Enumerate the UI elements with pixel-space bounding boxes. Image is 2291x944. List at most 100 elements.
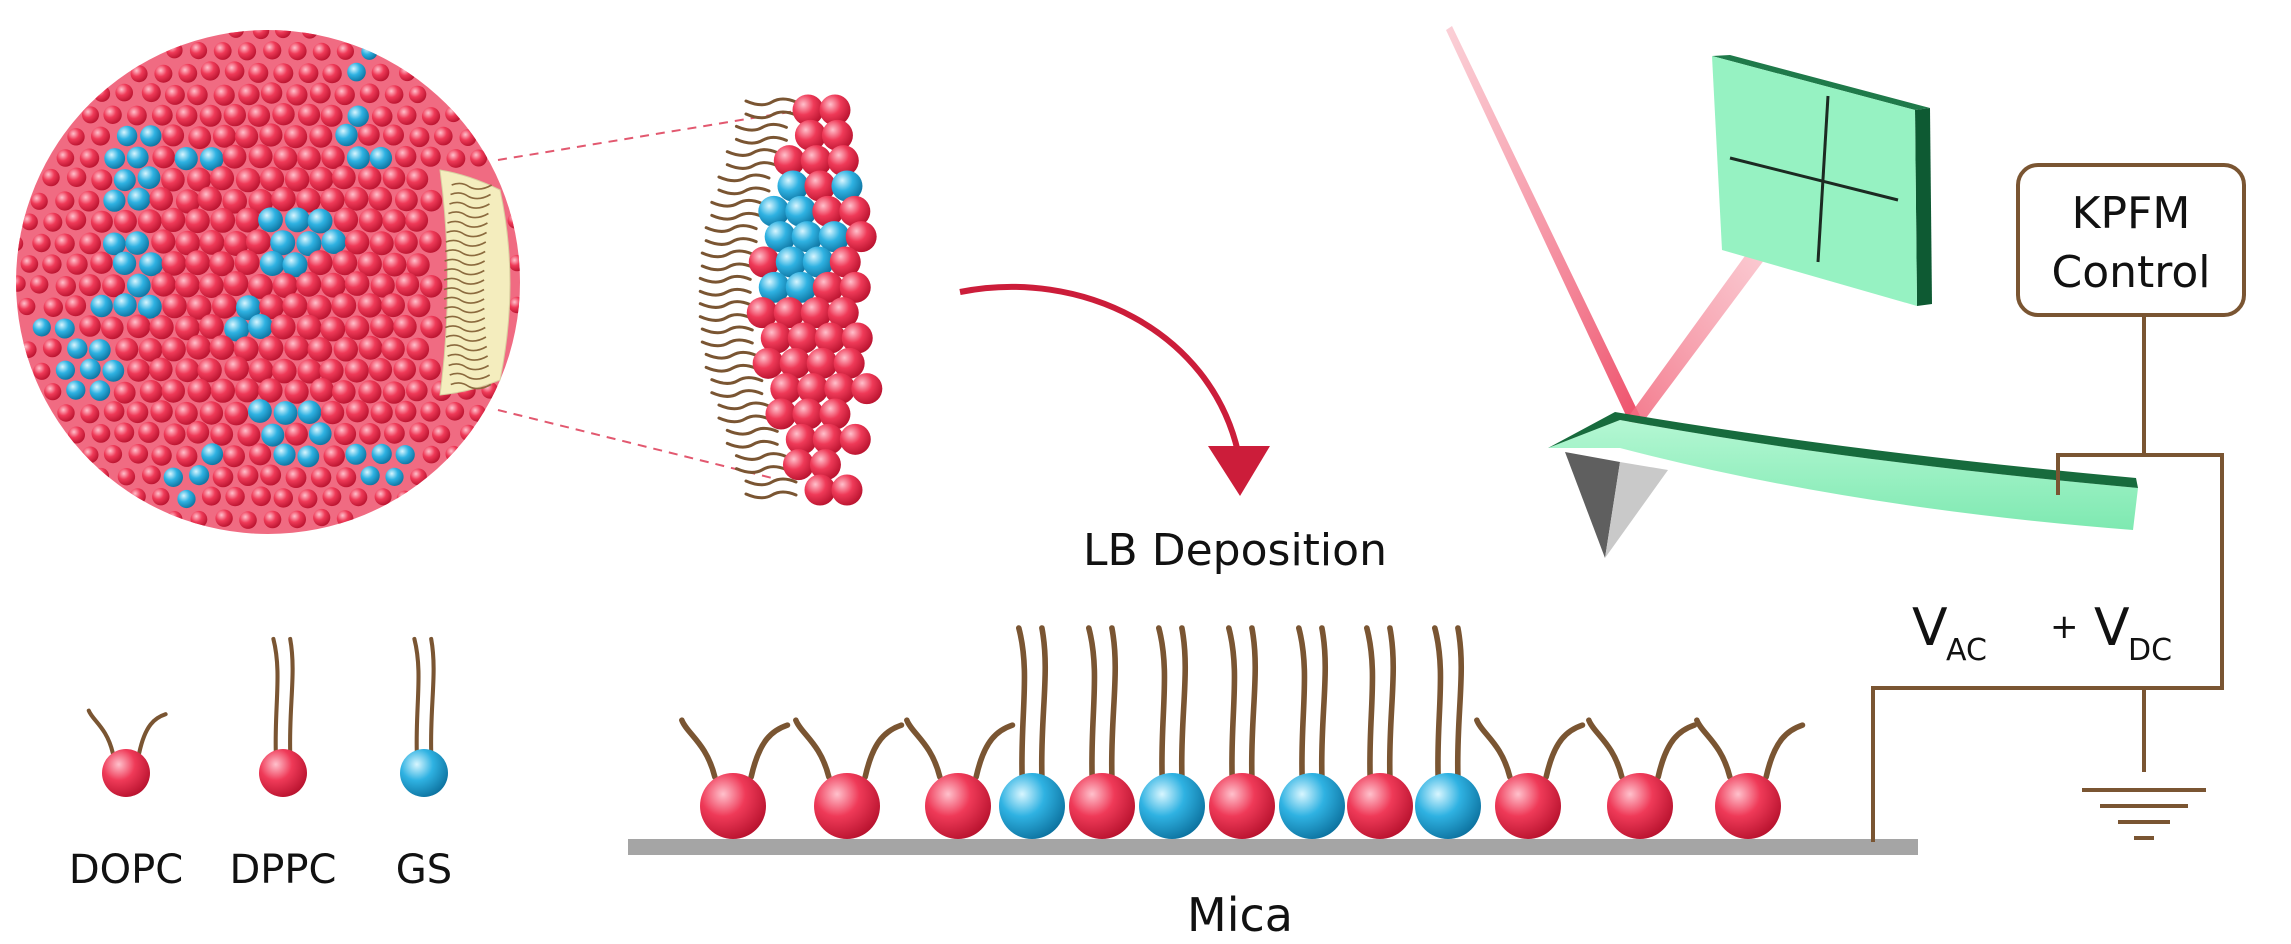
- vesicle-bead: [130, 65, 148, 83]
- vesicle-bead: [284, 335, 310, 361]
- vesicle-bead: [88, 339, 111, 361]
- vesicle-bead: [210, 422, 234, 446]
- vesicle-bead: [273, 401, 298, 425]
- vesicle-bead: [81, 446, 99, 464]
- vesicle-bead: [113, 381, 136, 404]
- plus-sign: +: [2050, 607, 2079, 647]
- kpfm-circuit: [1871, 163, 2246, 842]
- membrane-patch-zoom: [698, 94, 883, 506]
- vesicle-bead: [336, 467, 357, 488]
- vesicle-bead: [162, 293, 187, 319]
- vesicle-bead: [65, 209, 87, 231]
- vesicle-bead: [113, 209, 137, 233]
- vesicle-bead: [187, 167, 211, 192]
- vesicle-bead: [225, 486, 245, 507]
- vesicle-bead: [282, 293, 308, 319]
- vesicle-bead: [394, 230, 418, 254]
- vesicle-bead: [199, 314, 224, 339]
- vesicle-bead: [382, 166, 406, 190]
- vesicle-bead: [260, 82, 283, 104]
- vesicle-bead: [79, 148, 100, 168]
- v-ac-symbol: V: [1912, 598, 1948, 658]
- vesicle-bead: [309, 82, 331, 104]
- patch-lipid-head: [792, 398, 824, 430]
- patch-lipid-head: [794, 119, 826, 151]
- vesicle-bead: [282, 252, 308, 278]
- vesicle-bead: [310, 467, 332, 488]
- patch-gs-head: [758, 195, 790, 227]
- monolayer-gs: [1415, 625, 1481, 839]
- vesicle-bead: [361, 43, 378, 60]
- vesicle-bead: [199, 104, 222, 127]
- patch-lipid-head: [839, 195, 871, 227]
- monolayer-dppc-head: [1209, 773, 1275, 839]
- vesicle-bead: [384, 422, 405, 444]
- vesicle-bead: [309, 124, 333, 148]
- vesicle-bead: [393, 314, 417, 339]
- vesicle-bead: [297, 445, 320, 468]
- vesicle-bead: [227, 30, 244, 38]
- vesicle-bead: [421, 107, 441, 126]
- vesicle-bead: [369, 146, 393, 170]
- monolayer-gs-head: [999, 773, 1065, 839]
- patch-lipid-head: [760, 322, 792, 354]
- vesicle-bead: [185, 250, 211, 276]
- vesicle-bead: [360, 466, 380, 486]
- deposition-arrowhead: [1208, 446, 1270, 496]
- vesicle-bead: [247, 273, 273, 299]
- vesicle-bead: [66, 253, 88, 275]
- monolayer-gs: [999, 625, 1065, 839]
- vesicle-bead: [237, 423, 261, 447]
- vesicle-bead: [306, 294, 332, 320]
- vesicle-bead: [308, 422, 332, 446]
- vesicle-bead: [274, 30, 292, 39]
- vesicle-bead: [127, 187, 151, 211]
- patch-lipid-head: [845, 221, 877, 253]
- vesicle-bead: [332, 250, 358, 276]
- vesicle-bead: [284, 422, 308, 446]
- vesicle-bead: [185, 208, 210, 234]
- vesicle-bead: [235, 378, 260, 403]
- patch-lipid-head: [812, 195, 844, 227]
- vesicle-bead: [149, 315, 174, 340]
- vesicle-bead: [67, 128, 85, 146]
- vesicle-bead: [161, 251, 187, 276]
- vesicle-bead: [507, 212, 520, 229]
- vesicle-bead: [259, 123, 283, 147]
- vesicle-bead: [420, 146, 441, 167]
- vesicle-bead: [174, 147, 198, 171]
- vesicle-bead: [91, 126, 110, 146]
- patch-lipid-head: [839, 423, 871, 455]
- vesicle-bead: [201, 486, 221, 506]
- vesicle-bead: [54, 318, 75, 339]
- vesicle-bead: [115, 337, 139, 361]
- vesicle-bead: [371, 63, 390, 82]
- vesicle-bead: [128, 444, 149, 464]
- monolayer-gs-head: [1415, 773, 1481, 839]
- vesicle-bead: [406, 337, 430, 361]
- patch-lipid-head: [839, 271, 871, 303]
- patch-lipid-head: [792, 94, 824, 126]
- vesicle-bead: [508, 254, 520, 272]
- vesicle-bead: [79, 315, 101, 337]
- vesicle-bead: [422, 445, 441, 464]
- vesicle-bead: [409, 422, 430, 443]
- vesicle-bead: [178, 63, 198, 83]
- vesicle-bead: [286, 84, 308, 106]
- vesicle-bead: [381, 337, 405, 361]
- vesicle-bead: [224, 401, 249, 426]
- legend-dppc-glyph-head: [259, 749, 307, 797]
- vesicle-bead: [176, 445, 198, 467]
- vesicle-bead: [320, 104, 343, 127]
- patch-lipid-head: [824, 373, 856, 405]
- vesicle-bead: [434, 126, 453, 146]
- vesicle-bead: [235, 207, 261, 233]
- vesicle-bead: [137, 166, 161, 190]
- vesicle-bead: [82, 106, 99, 124]
- vesicle-bead: [445, 402, 465, 421]
- legend-dppc-glyph: [259, 636, 307, 797]
- vesicle-bead: [137, 209, 162, 234]
- legend-dopc-glyph: [86, 708, 168, 797]
- vesicle-bead: [344, 186, 369, 211]
- vesicle-bead: [347, 105, 369, 127]
